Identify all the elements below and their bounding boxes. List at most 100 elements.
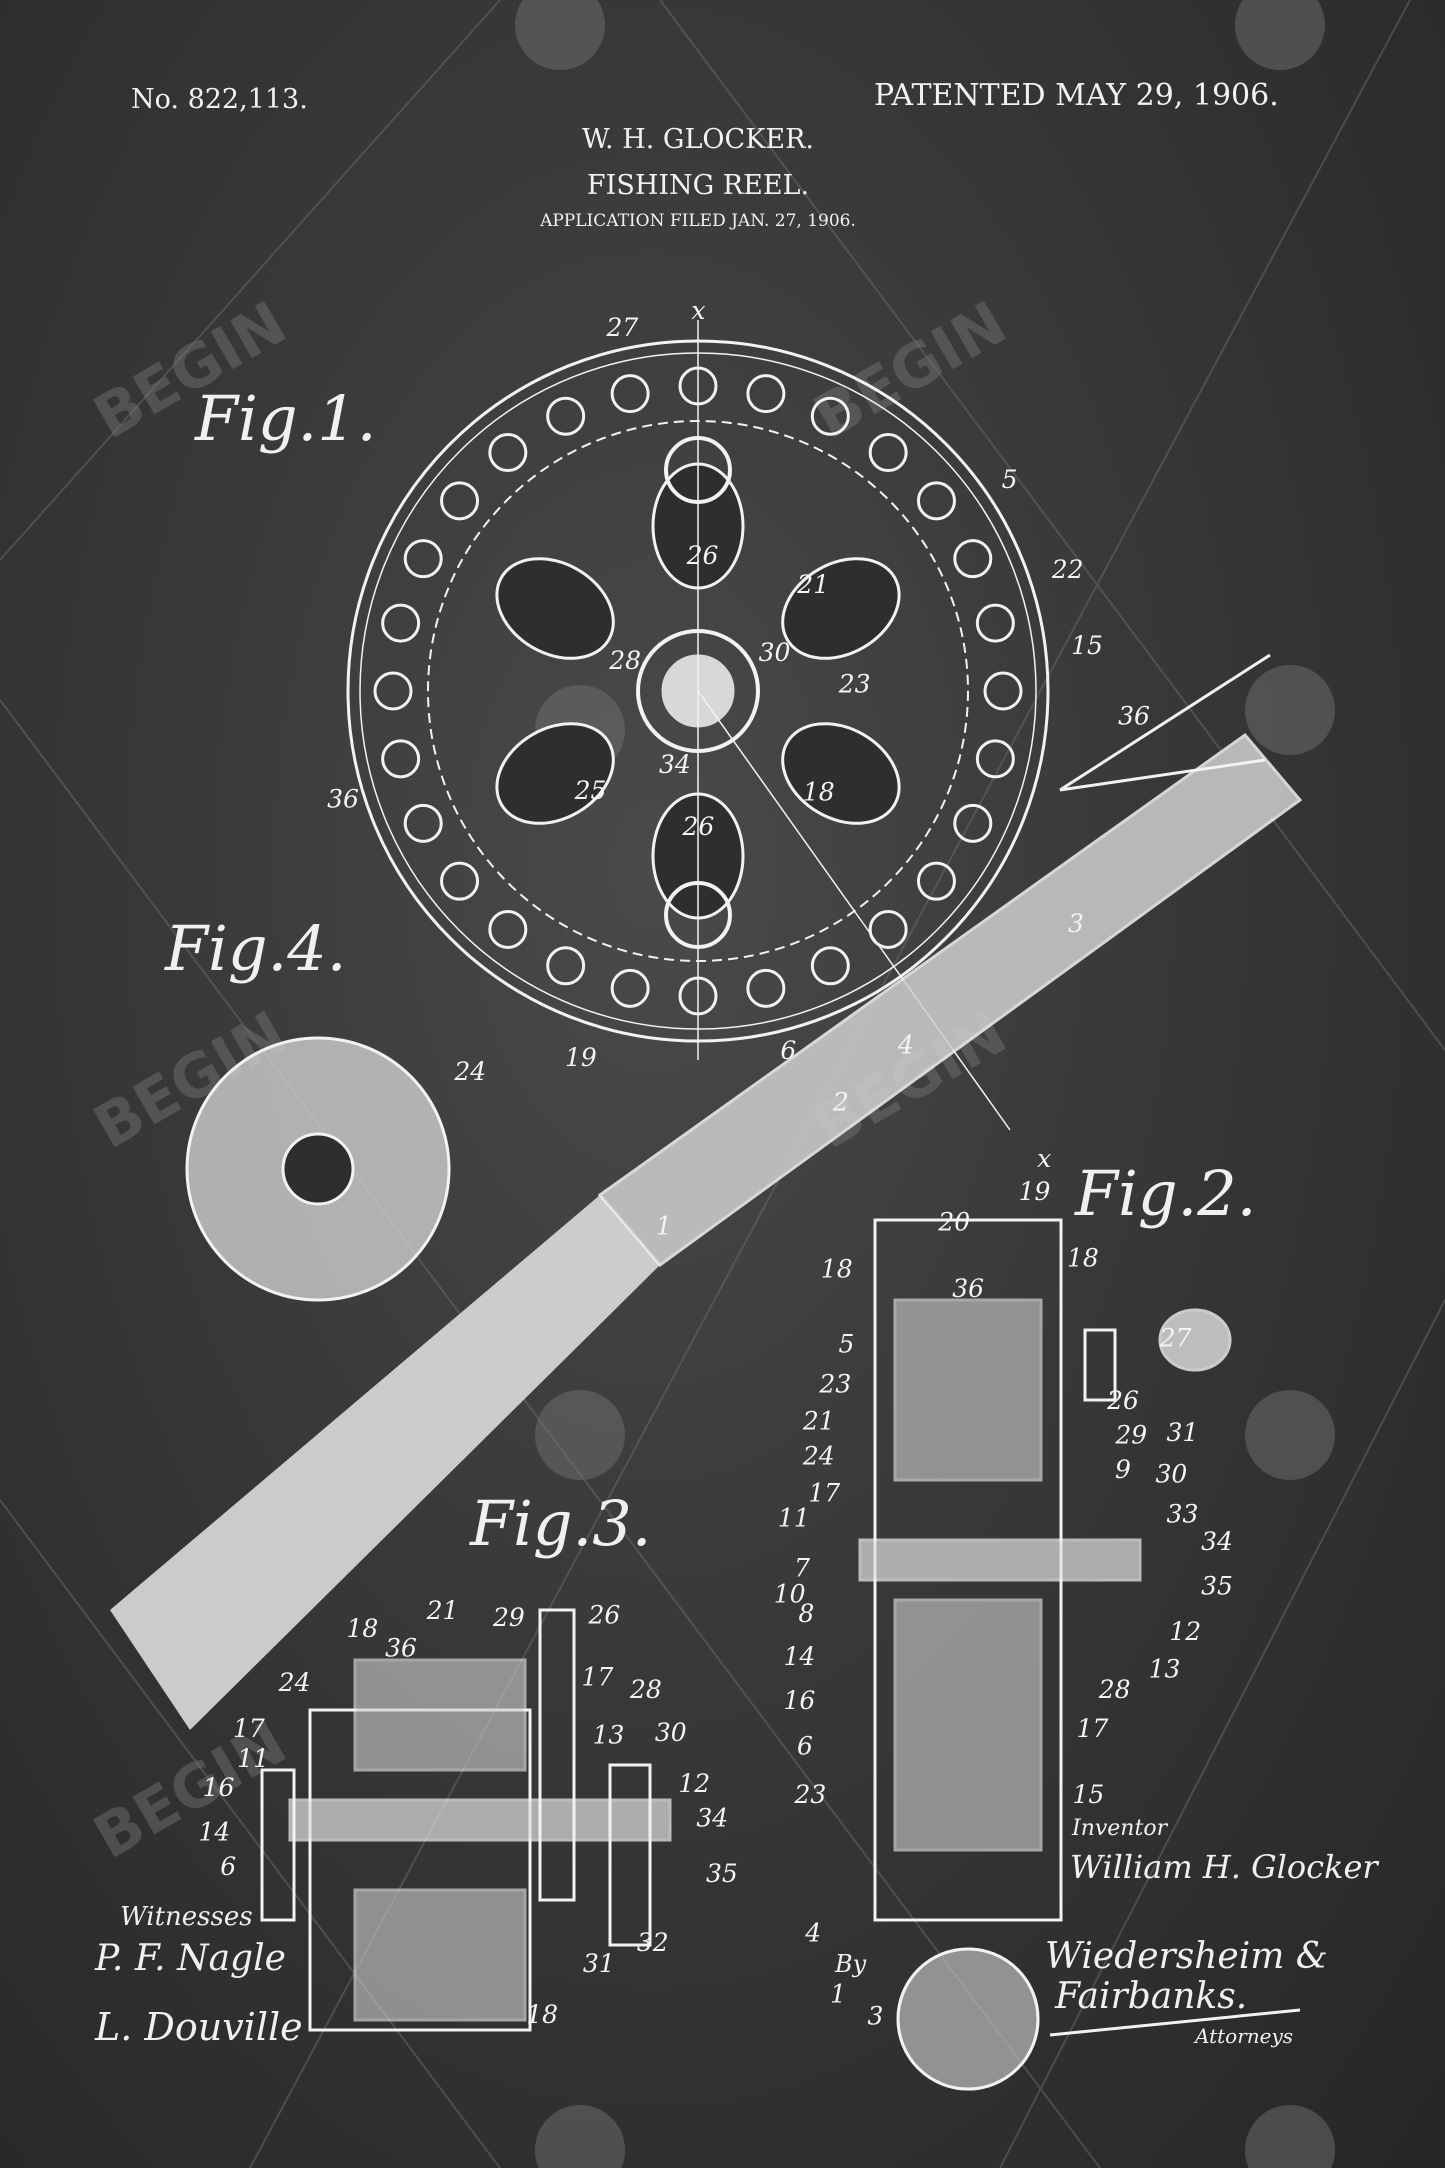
fig3-section xyxy=(260,1608,672,2032)
reel-hole xyxy=(916,481,956,521)
fig1-reference-numeral: x xyxy=(1037,1144,1051,1173)
fig3-reference-numeral: 17 xyxy=(582,1663,614,1692)
fig2-reference-numeral: 21 xyxy=(802,1407,835,1436)
fig2-reference-numeral: 17 xyxy=(1077,1714,1109,1743)
fig3-reference-numeral: 29 xyxy=(492,1603,525,1632)
reel-hole xyxy=(546,396,586,436)
fig3-reference-numeral: 28 xyxy=(629,1675,662,1704)
reel-hole xyxy=(746,968,786,1008)
fig1-reference-numeral: 21 xyxy=(796,570,829,599)
fig3-reference-numeral: 35 xyxy=(706,1859,738,1888)
fig2-reference-numeral: 29 xyxy=(1114,1421,1147,1450)
fig1-reference-numeral: 18 xyxy=(803,777,835,806)
fig2-reference-numeral: 27 xyxy=(1159,1324,1192,1353)
fig1-reference-numeral: 22 xyxy=(1051,555,1084,584)
fig3-reference-numeral: 24 xyxy=(278,1668,311,1697)
invention-title: FISHING REEL. xyxy=(587,170,809,201)
fig1-reference-numeral: 2 xyxy=(832,1087,849,1116)
fig1-reference-numeral: 15 xyxy=(1071,631,1103,660)
fig1-reference-numeral: 30 xyxy=(759,638,791,667)
reel-hole xyxy=(983,671,1023,711)
fig3-reference-numeral: 30 xyxy=(655,1718,687,1747)
reel-hole xyxy=(610,968,650,1008)
fig1-reference-numeral: 5 xyxy=(1002,465,1018,494)
reel-window xyxy=(495,722,615,825)
fig3-reference-numeral: 32 xyxy=(637,1928,669,1957)
reel-hole xyxy=(810,946,850,986)
fig1-reference-numeral: 3 xyxy=(1068,909,1084,938)
patent-date: PATENTED MAY 29, 1906. xyxy=(874,78,1279,113)
reel-hole xyxy=(403,539,443,579)
fig2-reference-numeral: 3 xyxy=(867,2001,883,2030)
fig2-reference-numeral: 20 xyxy=(937,1208,970,1237)
fig2-reference-numeral: 33 xyxy=(1167,1499,1199,1528)
reel-hole xyxy=(546,946,586,986)
fig2-reference-numeral: 36 xyxy=(952,1274,984,1303)
fig1-reference-numeral: 36 xyxy=(1118,701,1150,730)
fig1-reference-numeral: x xyxy=(691,296,705,325)
fig1-reference-numeral: 34 xyxy=(659,750,691,779)
reel-hole xyxy=(488,909,528,949)
fig3-reference-numeral: 18 xyxy=(346,1614,378,1643)
svg-text:BEGIN: BEGIN xyxy=(83,1708,299,1873)
fig2-reference-numeral: 9 xyxy=(1115,1455,1131,1484)
fig2-reference-numeral: 30 xyxy=(1155,1459,1187,1488)
fig2-reference-numeral: 18 xyxy=(821,1255,853,1284)
reel-window xyxy=(495,557,615,660)
reel-hole xyxy=(975,603,1015,643)
reel-window xyxy=(781,557,901,660)
fig2-reference-numeral: 35 xyxy=(1201,1571,1233,1600)
fig2-reference-numeral: 5 xyxy=(838,1329,854,1358)
reel-hole xyxy=(810,396,850,436)
fig3-reference-numeral: 26 xyxy=(587,1600,620,1629)
fig2-reference-numeral: 1 xyxy=(830,1979,846,2008)
reel-hole xyxy=(953,539,993,579)
fig2-reference-numeral: 24 xyxy=(802,1441,835,1470)
fig3-reference-numeral: 14 xyxy=(198,1817,230,1846)
fig1-label: Fig.1. xyxy=(194,382,376,455)
reel-hole xyxy=(381,603,421,643)
application-date: APPLICATION FILED JAN. 27, 1906. xyxy=(539,211,856,231)
fig2-reference-numeral: 34 xyxy=(1201,1527,1233,1556)
fig1-reference-numeral: 1 xyxy=(656,1212,672,1241)
inventor-name: W. H. GLOCKER. xyxy=(582,124,814,155)
inventor-signature: William H. Glocker xyxy=(1070,1848,1379,1886)
reel-hole xyxy=(953,803,993,843)
reel-hole xyxy=(746,374,786,414)
fig2-reference-numeral: 12 xyxy=(1169,1617,1201,1646)
fig3-reference-numeral: 16 xyxy=(203,1773,235,1802)
reel-hole xyxy=(975,739,1015,779)
fig3-reference-numeral: 31 xyxy=(583,1949,615,1978)
fig3-reference-numeral: 11 xyxy=(237,1744,269,1773)
by-label: By xyxy=(834,1950,867,1978)
fig3-reference-numeral: 36 xyxy=(385,1634,417,1663)
fig2-reference-numeral: 23 xyxy=(794,1780,827,1809)
fig2-reference-numeral: 18 xyxy=(1067,1244,1099,1273)
fig3-reference-numeral: 17 xyxy=(233,1714,265,1743)
fig2-reference-numeral: 31 xyxy=(1167,1418,1199,1447)
fig1-reference-numeral: 28 xyxy=(608,646,641,675)
signature-flourish xyxy=(1049,2008,1301,2037)
reel-hole xyxy=(488,433,528,473)
reel-hole xyxy=(403,803,443,843)
witness-2-signature: L. Douville xyxy=(94,2005,303,2049)
fig2-section xyxy=(858,1218,1232,2091)
fig2-reference-numeral: 15 xyxy=(1073,1780,1105,1809)
reel-hole xyxy=(440,481,480,521)
rod-handle xyxy=(110,653,1303,1730)
fig2-reference-numeral: 13 xyxy=(1149,1654,1181,1683)
inventor-label: Inventor xyxy=(1071,1816,1169,1841)
fig1-reference-numeral: 36 xyxy=(327,784,359,813)
reel-hole xyxy=(381,739,421,779)
fig1-reference-numeral: 26 xyxy=(682,812,715,841)
reel-hole xyxy=(440,861,480,901)
fig2-reference-numeral: 26 xyxy=(1106,1386,1139,1415)
fig3-reference-numeral: 6 xyxy=(220,1852,236,1881)
fig2-reference-numeral: 8 xyxy=(798,1599,814,1628)
fig3-reference-numeral: 34 xyxy=(696,1804,728,1833)
fig2-reference-numeral: 14 xyxy=(783,1642,815,1671)
fig2-reference-numeral: 23 xyxy=(818,1369,851,1398)
